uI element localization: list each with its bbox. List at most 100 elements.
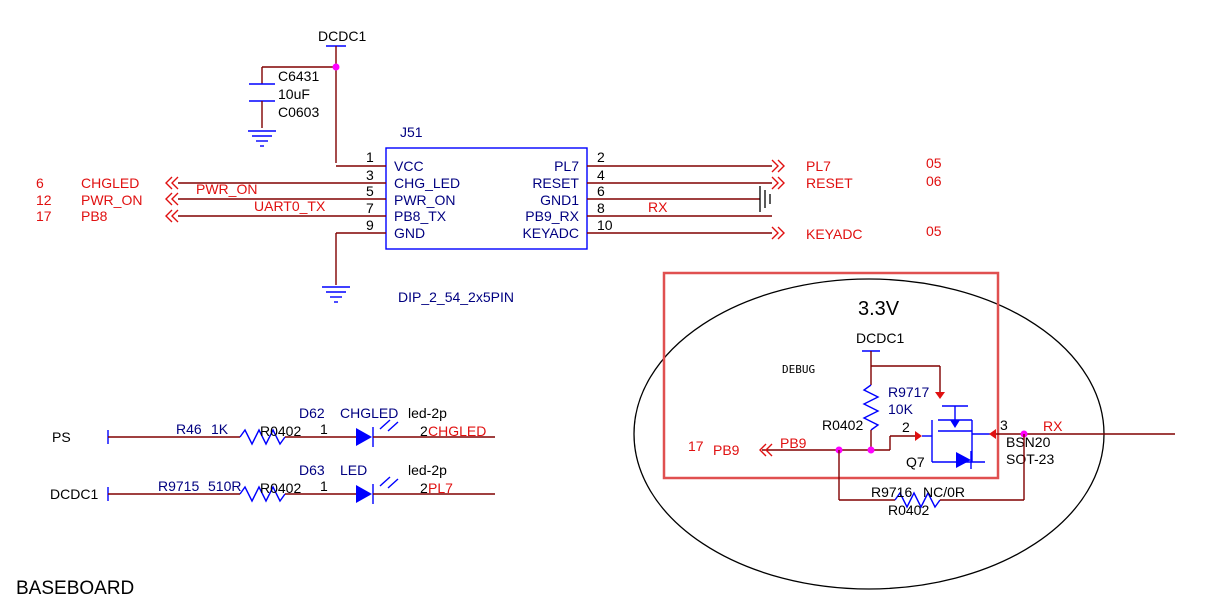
- led-diode-d62: [356, 419, 399, 447]
- cap-ref: C6431: [278, 68, 319, 84]
- pin-name: VCC: [394, 158, 424, 174]
- connector-footprint: DIP_2_54_2x5PIN: [398, 289, 514, 305]
- net-label: DCDC1: [50, 486, 98, 502]
- port-name: PL7: [806, 158, 831, 174]
- pin-name: KEYADC: [522, 225, 579, 241]
- pin-name: GND1: [540, 192, 579, 208]
- cap-value: 10uF: [278, 86, 310, 102]
- cap-package: C0603: [278, 104, 319, 120]
- resistor-package: R0402: [260, 423, 301, 439]
- pin-number: 6: [597, 183, 605, 199]
- pin-number: 1: [320, 478, 328, 494]
- port-name: RESET: [806, 175, 853, 191]
- net-label: PS: [52, 429, 71, 445]
- net-label-rx: RX: [1043, 418, 1063, 434]
- pin-number: 1: [320, 421, 328, 437]
- connector-j51: J51 DIP_2_54_2x5PIN 1 3 5 7 9 VCC CHG_LE…: [178, 124, 772, 305]
- pin-arrow: [915, 431, 922, 441]
- transistor-package: SOT-23: [1006, 451, 1054, 467]
- pin-number: 4: [597, 167, 605, 183]
- capacitor-c6431: C6431 10uF C0603: [248, 67, 319, 147]
- pin-number: 2: [420, 480, 428, 496]
- diode-package: led-2p: [408, 405, 447, 421]
- port-number: 12: [36, 192, 52, 208]
- baseboard-label: BASEBOARD: [16, 578, 134, 599]
- pin-name: PWR_ON: [394, 192, 455, 208]
- ground-symbol: [248, 130, 276, 147]
- resistor-r46: [239, 428, 286, 446]
- debug-title: DEBUG: [782, 363, 815, 376]
- resistor-ref: R46: [176, 421, 202, 437]
- port-name: CHGLED: [81, 175, 139, 191]
- diode-name: LED: [340, 462, 367, 478]
- pin-number: 7: [366, 200, 374, 216]
- pin-number: 8: [597, 200, 605, 216]
- dcdc1-power-node: DCDC1: [262, 28, 366, 163]
- port-number: 17: [36, 208, 52, 224]
- pin-name: PL7: [554, 158, 579, 174]
- out-net-label: PL7: [428, 480, 453, 496]
- right-ports: PL7 05 RESET 06 KEYADC 05: [771, 155, 942, 242]
- pin-name: GND: [394, 225, 425, 241]
- debug-circuit: 3.3V DCDC1 DEBUG R9717 10K R0402 2: [688, 298, 1175, 518]
- net-label-pwr-on: PWR_ON: [196, 181, 257, 197]
- pin-name: CHG_LED: [394, 175, 460, 191]
- drain-pin-number: 3: [1000, 417, 1008, 433]
- left-ports: 6 CHGLED 12 PWR_ON 17 PB8 PWR_ON UART0_T…: [36, 175, 326, 224]
- gate-pin-number: 2: [902, 419, 910, 435]
- diode-package: led-2p: [408, 462, 447, 478]
- pin-name: PB8_TX: [394, 208, 447, 224]
- port-name: PWR_ON: [81, 192, 142, 208]
- pin-number: 10: [597, 217, 613, 233]
- gnd1-chassis-symbol: [759, 186, 771, 212]
- transistor-ref: Q7: [906, 454, 925, 470]
- resistor-r9717: [862, 384, 880, 431]
- junction-dot: [867, 446, 875, 454]
- resistor-ref: R9716: [871, 484, 912, 500]
- pin-arrow: [935, 392, 945, 399]
- debug-voltage: 3.3V: [858, 298, 900, 320]
- mosfet-q7: [922, 405, 990, 469]
- ground-symbol: [322, 286, 350, 303]
- port-page: 05: [926, 155, 942, 171]
- diode-ref: D62: [299, 405, 325, 421]
- net-label-uart: UART0_TX: [254, 198, 326, 214]
- pin-number: 2: [420, 423, 428, 439]
- port-page: 06: [926, 173, 942, 189]
- pin-number: 2: [597, 149, 605, 165]
- port-page: 05: [926, 223, 942, 239]
- resistor-r9716: [894, 491, 941, 509]
- rx-net-label: RX: [648, 199, 668, 215]
- led-circuit-dcdc1: DCDC1 R9715 510R R0402 1 D63 LED led-2p …: [50, 462, 495, 504]
- port-name: KEYADC: [806, 226, 863, 242]
- diode-ref: D63: [299, 462, 325, 478]
- port-number: 6: [36, 175, 44, 191]
- pb9-port-arrow: [759, 443, 773, 457]
- dcdc1-label: DCDC1: [318, 28, 366, 44]
- led-diode-d63: [356, 476, 399, 504]
- pin-number: 5: [366, 183, 374, 199]
- resistor-ref: R9717: [888, 384, 929, 400]
- resistor-value: 510R: [208, 478, 241, 494]
- pin-number: 9: [366, 217, 374, 233]
- out-net-label: CHGLED: [428, 423, 486, 439]
- net-label-pb9: PB9: [780, 435, 807, 451]
- pin-number: 1: [366, 149, 374, 165]
- resistor-package: R0402: [260, 480, 301, 496]
- transistor-part: BSN20: [1006, 434, 1051, 450]
- resistor-r9715: [239, 485, 286, 503]
- resistor-value: 1K: [211, 421, 229, 437]
- pin-number: 3: [366, 167, 374, 183]
- pin-name: PB9_RX: [525, 208, 579, 224]
- pin-name: RESET: [532, 175, 579, 191]
- resistor-package: R0402: [822, 417, 863, 433]
- junction-dot: [332, 63, 340, 71]
- connector-ref: J51: [400, 124, 423, 140]
- diode-name: CHGLED: [340, 405, 398, 421]
- port-name: PB9: [713, 442, 740, 458]
- led-circuit-ps: PS R46 1K R0402 1 D62 CHGLED led-2p 2 CH…: [52, 405, 495, 447]
- pin-arrow: [989, 429, 996, 439]
- port-name: PB8: [81, 208, 108, 224]
- resistor-value: 10K: [888, 401, 914, 417]
